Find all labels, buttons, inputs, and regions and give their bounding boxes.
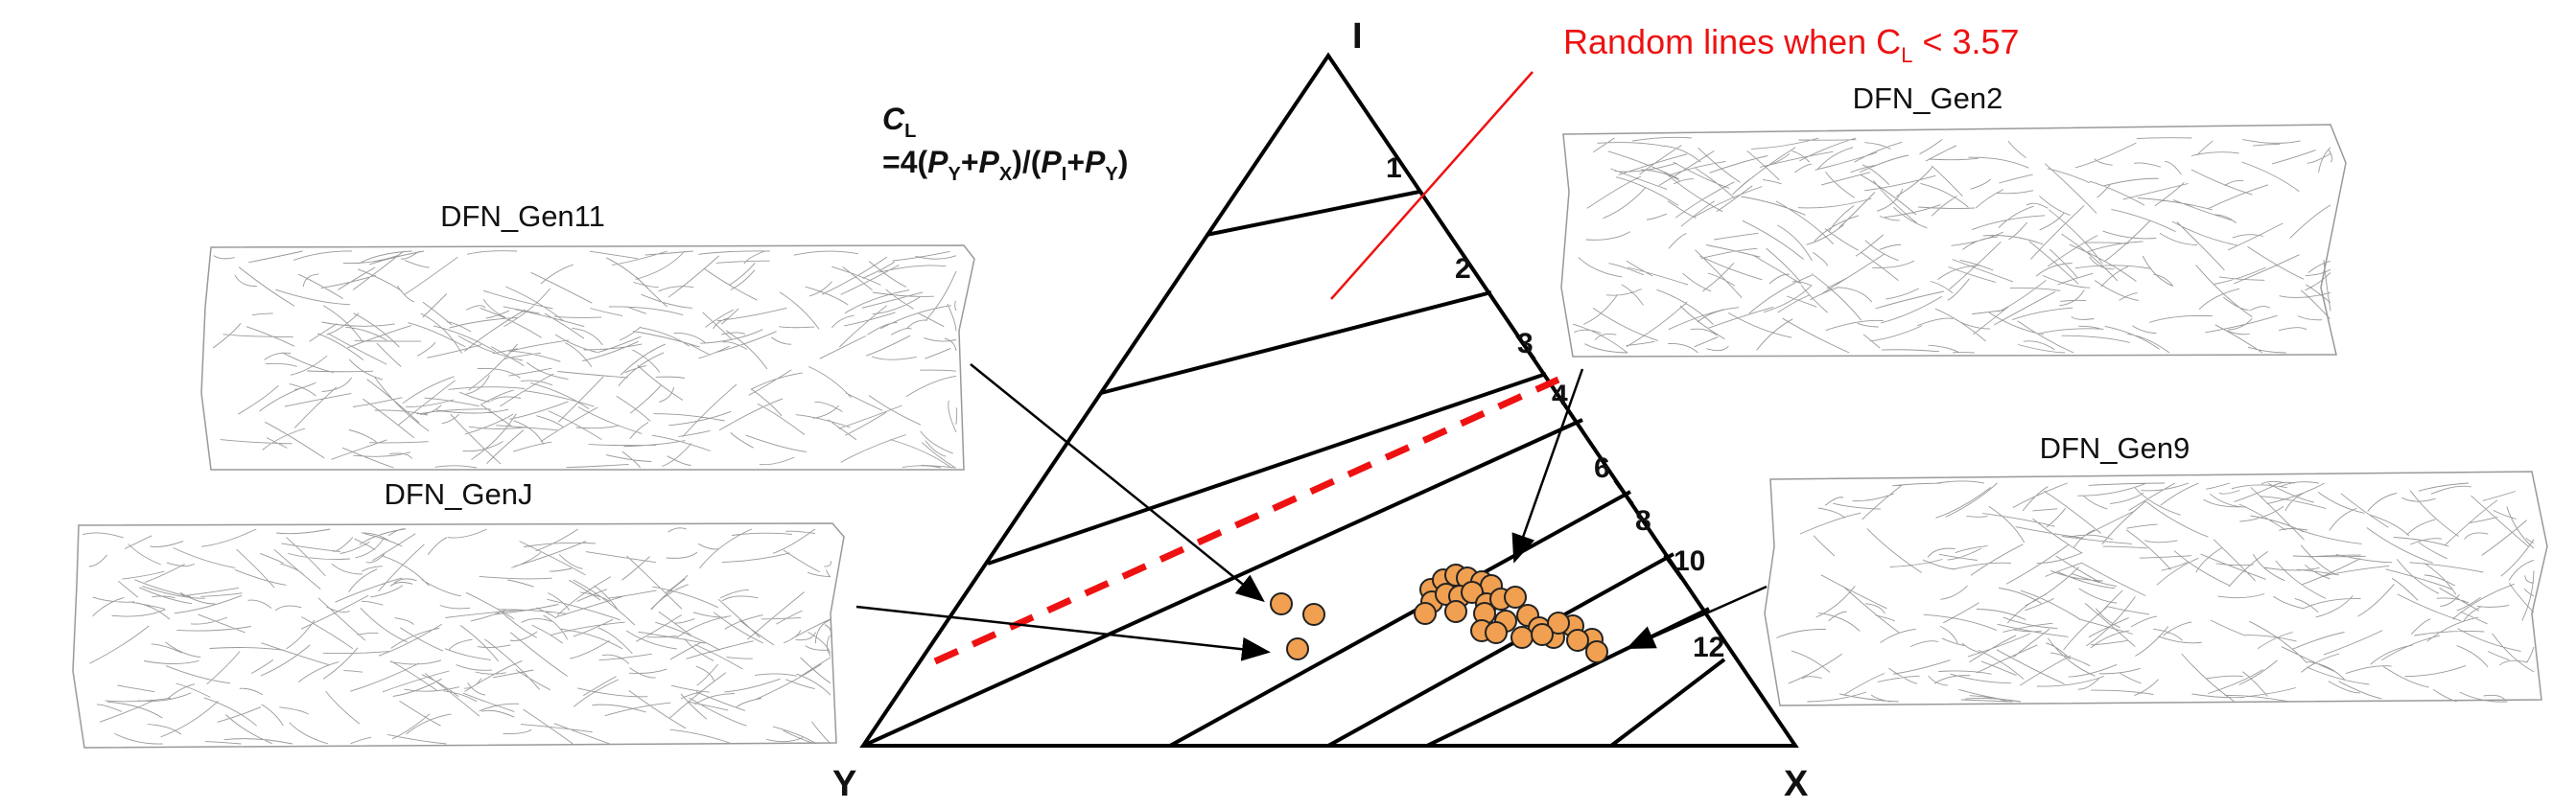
dfn-panel-gen2 — [1560, 124, 2347, 358]
cl-formula-line1: CL — [882, 102, 916, 142]
contour-line-8 — [1327, 552, 1674, 748]
contour-line-3 — [987, 372, 1547, 566]
dfn-panel-gen9-title: DFN_Gen9 — [2040, 431, 2190, 465]
sample-point — [1414, 602, 1437, 625]
contour-line-1 — [1206, 190, 1420, 237]
threshold-leader-line — [1330, 71, 1534, 300]
contour-label-2: 2 — [1455, 253, 1471, 285]
fracture-traces — [82, 527, 832, 745]
vertex-label-y: Y — [832, 764, 856, 804]
contour-label-10: 10 — [1674, 545, 1705, 577]
sample-point — [1566, 629, 1589, 652]
sample-point — [1531, 623, 1554, 646]
threshold-dashed-line — [933, 376, 1560, 665]
sample-point — [1302, 603, 1325, 626]
panel-pointer-arrows — [855, 363, 1768, 661]
contour-line-12 — [1609, 658, 1726, 748]
dfn-panel-gen9 — [1764, 471, 2548, 706]
sample-point — [1504, 586, 1527, 609]
contour-label-4: 4 — [1552, 380, 1568, 411]
sample-point — [1510, 626, 1534, 649]
contour-label-6: 6 — [1594, 452, 1610, 484]
sample-point — [1485, 621, 1508, 644]
arrow-genj — [855, 605, 1271, 661]
dfn-panel-gen11 — [200, 244, 975, 471]
sample-point — [1444, 600, 1467, 623]
contour-label-12: 12 — [1693, 632, 1724, 663]
arrow-gen9 — [1626, 585, 1768, 650]
fracture-traces — [1573, 136, 2333, 354]
dfn-sample-points — [1270, 564, 1608, 663]
dfn-panel-genj-title: DFN_GenJ — [384, 477, 532, 511]
dfn-panel-gen11-title: DFN_Gen11 — [440, 199, 605, 233]
dfn-panel-gen2-title: DFN_Gen2 — [1853, 81, 2003, 115]
cl-formula-line2: =4(PY+PX)/(PI+PY) — [882, 145, 1128, 185]
sample-point — [1547, 612, 1570, 635]
sample-point — [1585, 640, 1608, 663]
contour-line-4 — [862, 418, 1583, 748]
contour-label-8: 8 — [1635, 505, 1651, 537]
cl-contour-lines — [862, 190, 1726, 748]
dfn-panel-genj — [72, 522, 845, 749]
sample-point — [1270, 592, 1293, 615]
contour-label-3: 3 — [1517, 328, 1534, 359]
contour-line-2 — [1100, 290, 1492, 395]
vertex-label-x: X — [1784, 764, 1809, 804]
fracture-traces — [212, 250, 958, 469]
contour-line-6 — [1169, 490, 1631, 748]
threshold-annotation: Random lines when CL < 3.57 — [1563, 22, 2020, 67]
contour-line-10 — [1426, 607, 1710, 748]
sample-point — [1286, 637, 1309, 660]
contour-label-1: 1 — [1386, 152, 1402, 184]
arrow-gen11 — [970, 363, 1265, 603]
arrow-gen2 — [1511, 368, 1584, 564]
fracture-traces — [1776, 480, 2535, 703]
vertex-label-i: I — [1352, 16, 1363, 57]
